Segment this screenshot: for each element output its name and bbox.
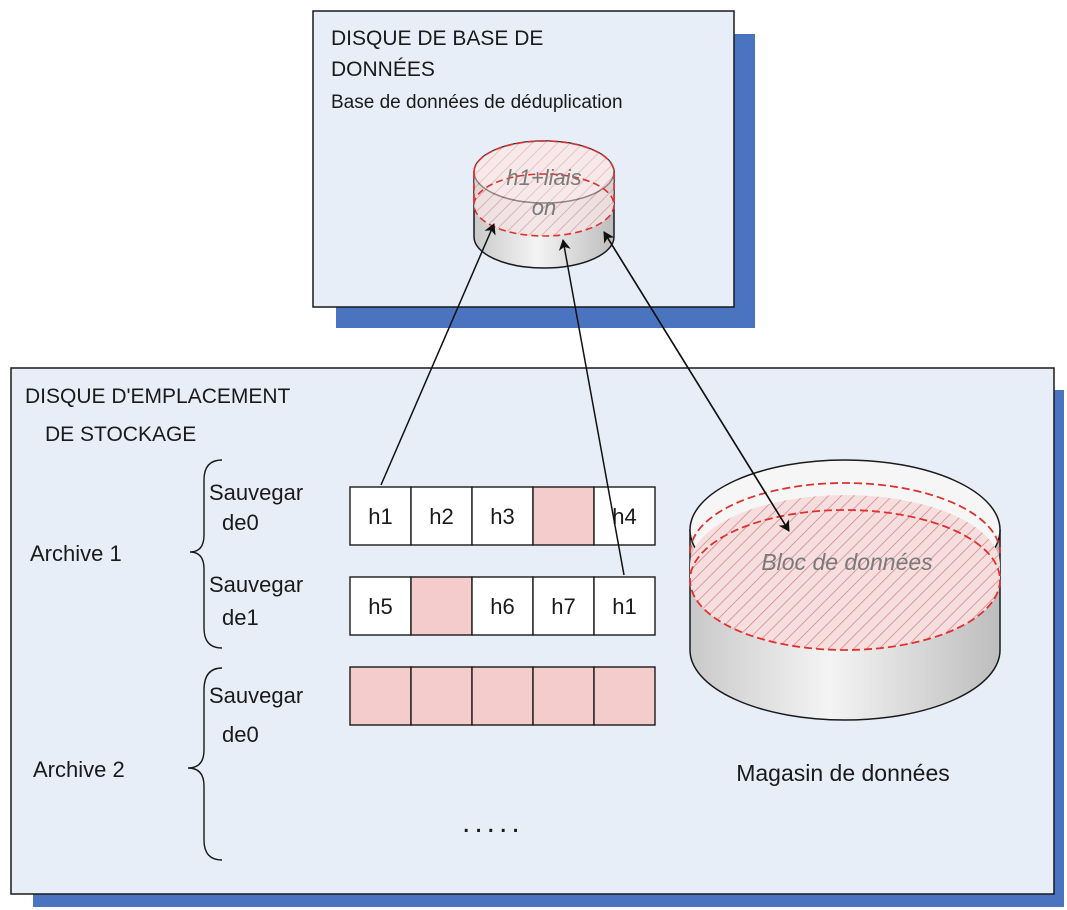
ellipsis: ..... [462,806,524,839]
backup-label-a1-0-line2: de0 [222,510,259,535]
data-store-label: Magasin de données [736,760,950,786]
hash-cell [349,486,412,546]
backup-label-a2-0-line2: de0 [222,722,259,747]
empty-hash-cell [410,576,473,636]
data-store-cylinder: Bloc de données [689,459,1001,721]
archive-1-brace [189,459,223,649]
storage-panel-title-line2: DE STOCKAGE [45,423,196,446]
database-panel-title-line2: DONNÉES [331,58,435,81]
hash-cell [593,486,656,546]
hash-cell-label: h7 [551,594,575,619]
arrow-h1-second-to-database [558,239,625,576]
cylinder-hash-label-line1: h1+liais [506,165,581,190]
backup-cell-rows: h1 h2 h3 h4 h5 h6 h7 h1 [349,486,656,726]
data-block-label: Bloc de données [761,549,933,575]
backup-label-a1-1-line1: Sauvegar [209,572,303,597]
hash-cell-label: h4 [612,504,636,529]
hash-cell-label: h6 [490,594,514,619]
empty-hash-cell [532,486,595,546]
archive-2-brace [187,667,223,861]
empty-hash-cell [471,666,534,726]
backup-label-a1-1-line2: de1 [222,605,259,630]
empty-hash-cell [532,666,595,726]
empty-hash-cell [593,666,656,726]
empty-hash-cell [410,666,473,726]
arrow-data-block-to-database [603,231,790,532]
archive-2-label: Archive 2 [33,757,125,782]
cylinder-hash-label-line2: on [532,195,556,220]
deduplication-database-cylinder: h1+liais on [473,140,615,269]
hash-cell [593,576,656,636]
archive-1-label: Archive 1 [30,541,122,566]
hash-cell-label: h2 [429,504,453,529]
storage-location-disk-panel: DISQUE D'EMPLACEMENT DE STOCKAGE Archive… [10,367,1064,907]
arrow-h1-to-database [380,223,496,486]
hash-cell-label: h1 [368,504,392,529]
hash-cell [349,576,412,636]
hash-cell-label: h3 [490,504,514,529]
backup-label-a1-0-line1: Sauvegar [209,480,303,505]
database-disk-panel: DISQUE DE BASE DE DONNÉES Base de donnée… [312,10,755,328]
storage-panel-title-line1: DISQUE D'EMPLACEMENT [25,385,291,408]
hash-cell [532,576,595,636]
database-panel-title-line1: DISQUE DE BASE DE [331,27,543,50]
backup-label-a2-0-line1: Sauvegar [209,683,303,708]
hash-cell-label: h5 [368,594,392,619]
empty-hash-cell [349,666,412,726]
hash-cell [410,486,473,546]
link-arrows [380,223,790,576]
hash-cell-label: h1 [612,594,636,619]
database-panel-subtitle: Base de données de déduplication [331,92,623,113]
